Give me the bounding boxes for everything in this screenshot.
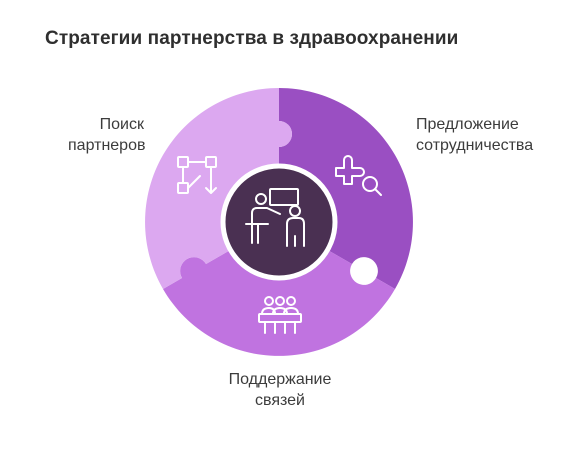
puzzle-search-icon: [335, 155, 382, 196]
page-title: Стратегии партнерства в здравоохранении: [45, 28, 459, 49]
segment-label-line: партнеров: [68, 137, 146, 154]
segment-label-relationship-support: Поддержание связей: [200, 369, 360, 411]
segment-label-collaboration-offer: Предложение сотрудничества: [416, 114, 533, 156]
center-circle: [220, 163, 338, 281]
flowchart-icon: [177, 156, 217, 194]
segment-label-line: Поддержание: [228, 371, 332, 388]
presenter-icon: [245, 188, 305, 247]
segment-label-line: сотрудничества: [416, 137, 534, 154]
segment-label-line: Поиск: [99, 116, 144, 133]
segment-label-line: Предложение: [416, 116, 519, 133]
segment-label-partner-search: Поиск партнеров: [68, 114, 146, 156]
segment-relationship-support: [163, 222, 395, 356]
team-meeting-icon: [258, 296, 302, 334]
segment-partner-search: [145, 88, 292, 289]
segment-label-line: связей: [255, 392, 305, 409]
